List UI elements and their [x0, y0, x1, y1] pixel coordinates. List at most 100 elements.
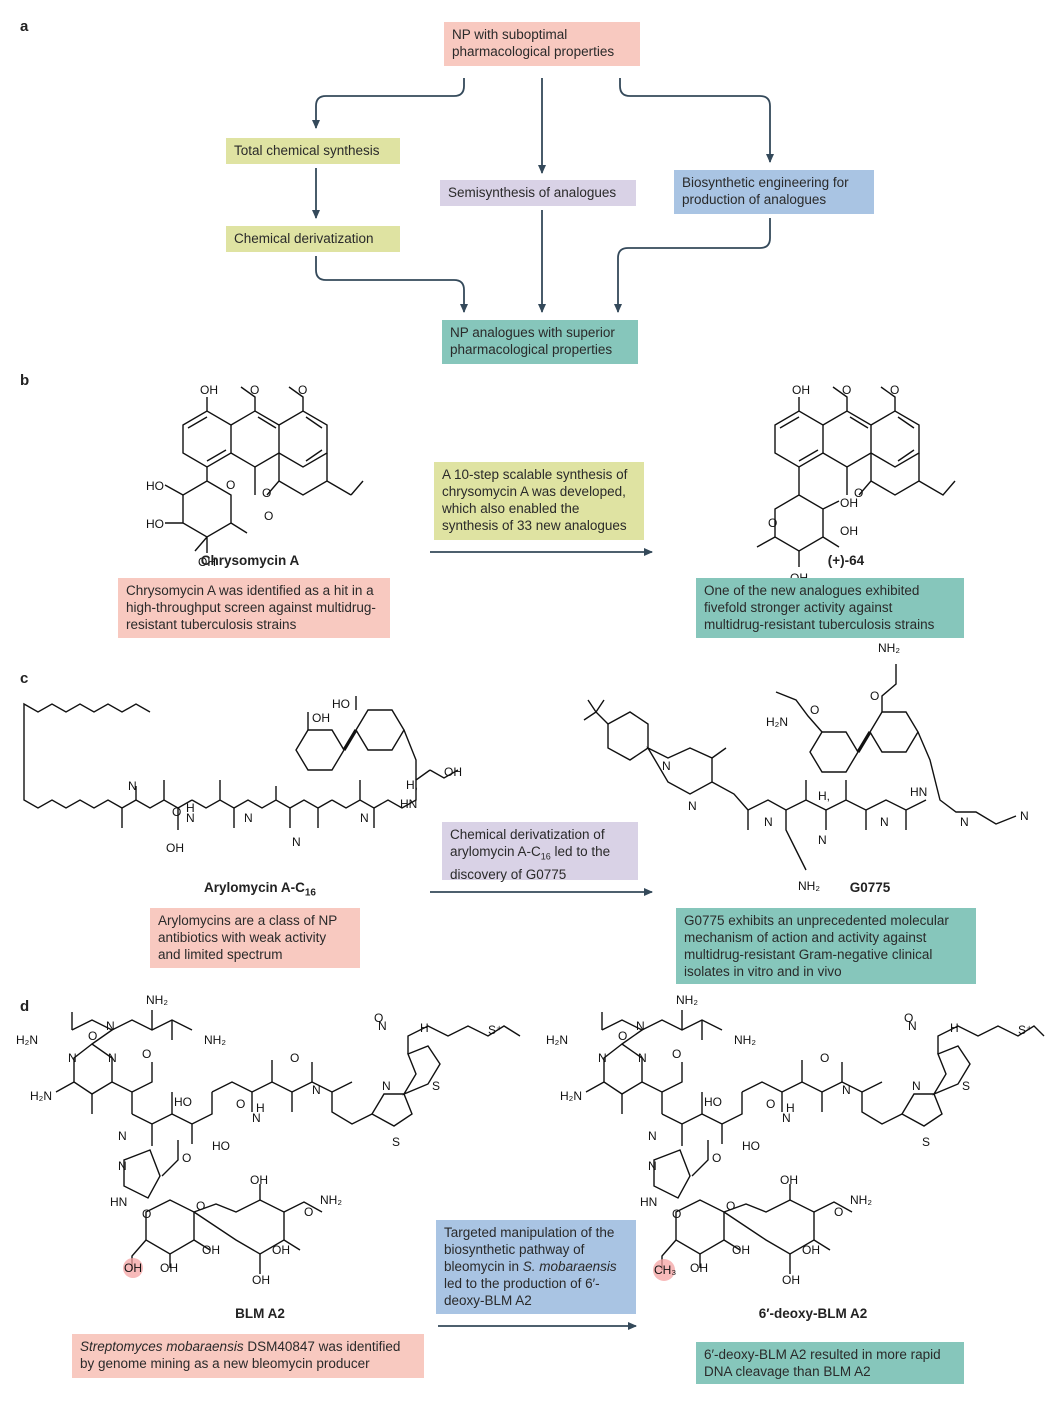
- atom-oh-f5: OH: [252, 1273, 270, 1287]
- derivatization-description-box: Chemical derivatization of arylomycin A-…: [442, 822, 638, 882]
- atom-s-f2: S: [432, 1079, 440, 1093]
- atom-hn-d1: HN: [400, 797, 417, 811]
- atom-nh2-f3: NH₂: [320, 1193, 342, 1207]
- atom-n-g4: N: [648, 1129, 657, 1143]
- arylomycin-name-sub: 16: [304, 887, 316, 899]
- chemical-derivatization-box: Chemical derivatization: [226, 226, 400, 252]
- biosynthetic-engineering-box: Biosynthetic engineering for production …: [674, 170, 874, 214]
- atom-ho-f1: HO: [174, 1095, 192, 1109]
- manipulation-text-italic: S. mobaraensis: [522, 1259, 617, 1274]
- atom-ho-d2: HO: [332, 697, 350, 711]
- atom-h2n-g2: H₂N: [560, 1089, 582, 1103]
- derivatization-text-1: Chemical derivatization of arylomycin A-…: [450, 827, 605, 859]
- atom-o-c4: O: [768, 516, 777, 530]
- arrow-to-biosynthetic: [619, 78, 774, 163]
- np-end-box: NP analogues with superior pharmacologic…: [442, 320, 638, 364]
- atom-n-f5: N: [118, 1159, 127, 1173]
- atom-nh2-e1: NH₂: [878, 641, 900, 655]
- derivatization-text-sub: 16: [540, 851, 551, 862]
- atom-oh-d1: OH: [166, 841, 184, 855]
- atom-nh2-f1: NH₂: [146, 993, 168, 1007]
- atom-ch3-highlight-g1: CH₃: [654, 1263, 676, 1277]
- atom-n-e1: N: [662, 759, 671, 773]
- atom-ho-f2: HO: [212, 1139, 230, 1153]
- atom-n-e7: N: [1020, 809, 1029, 823]
- atom-h-g2: H: [950, 1021, 959, 1035]
- atom-n-f9: N: [378, 1019, 387, 1033]
- atom-h-ring-d1: H,: [406, 778, 418, 792]
- atom-n-f7: N: [312, 1083, 321, 1097]
- producer-note-rest: DSM40847 was identified by genome mining…: [80, 1339, 401, 1371]
- atom-n-d1: N: [128, 779, 137, 793]
- atom-oh-g5: OH: [782, 1273, 800, 1287]
- manipulation-text-2: led to the production of 6′-deoxy-BLM A2: [444, 1276, 600, 1308]
- highlight-ch3: [653, 1259, 675, 1281]
- atom-o-e1: O: [810, 703, 819, 717]
- atom-o-f4: O: [236, 1097, 245, 1111]
- atom-o-f9: O: [304, 1205, 313, 1219]
- atom-ho-g1: HO: [704, 1095, 722, 1109]
- atom-ho-b1: HO: [146, 479, 164, 493]
- manipulation-description-box: Targeted manipulation of the biosyntheti…: [436, 1220, 636, 1314]
- arylomycin-structure: [23, 696, 459, 830]
- atom-o-f6: O: [374, 1011, 383, 1025]
- atom-o-g8: O: [726, 1199, 735, 1213]
- atom-n-g3: N: [638, 1051, 647, 1065]
- atom-o-g9: O: [834, 1205, 843, 1219]
- atom-n-f1: N: [106, 1019, 115, 1033]
- atom-o-f2: O: [142, 1047, 151, 1061]
- arrow-to-total-synthesis: [312, 78, 465, 129]
- producer-note-italic: Streptomyces mobaraensis: [80, 1339, 244, 1354]
- atom-nh2-g2: NH₂: [734, 1033, 756, 1047]
- atom-n-f3: N: [108, 1051, 117, 1065]
- manipulation-text-1: Targeted manipulation of the biosyntheti…: [444, 1225, 615, 1274]
- deoxy-blm-a2-structure: [585, 1010, 1045, 1274]
- atom-o-g4: O: [766, 1097, 775, 1111]
- molecule-name-64: (+)-64: [827, 553, 865, 568]
- atom-n-d2: N: [186, 811, 195, 825]
- atom-nh2-e2: NH₂: [798, 879, 820, 893]
- atom-n-e2: N: [688, 799, 697, 813]
- atom-o-b4: O: [264, 509, 273, 523]
- chrysomycin-a-structure: [164, 386, 364, 553]
- atom-h2n-f2: H₂N: [30, 1089, 52, 1103]
- atom-hn-e1: HN: [910, 785, 927, 799]
- atom-hn-g1: HN: [640, 1195, 657, 1209]
- atom-oh-f2: OH: [160, 1261, 178, 1275]
- atom-o-f1: O: [88, 1029, 97, 1043]
- semisynthesis-box: Semisynthesis of analogues: [440, 180, 636, 206]
- atom-oh-f3: OH: [202, 1243, 220, 1257]
- atom-oh-c2: OH: [840, 496, 858, 510]
- g0775-note-box: G0775 exhibits an unprecedented molecula…: [676, 908, 976, 984]
- arrow-biosynthetic-to-end: [614, 218, 771, 313]
- atom-o-g6: O: [904, 1011, 913, 1025]
- atom-o-g3: O: [712, 1151, 721, 1165]
- panel-label-c: c: [20, 670, 29, 687]
- atom-h-g1: H: [786, 1101, 795, 1115]
- analogue-note-box: One of the new analogues exhibited fivef…: [696, 578, 964, 638]
- synthesis-description-box: A 10-step scalable synthesis of chrysomy…: [434, 462, 644, 540]
- atom-nh2-f2: NH₂: [204, 1033, 226, 1047]
- atom-h2n-e1: H₂N: [766, 715, 788, 729]
- total-synthesis-box: Total chemical synthesis: [226, 138, 400, 164]
- atom-n-g9: N: [908, 1019, 917, 1033]
- atom-h-ring-e1: H,: [818, 789, 830, 803]
- atom-oh-b1: OH: [200, 383, 218, 397]
- arylomycin-note-box: Arylomycins are a class of NP antibiotic…: [150, 908, 360, 968]
- atom-n-e3: N: [764, 815, 773, 829]
- molecule-name-blm-a2: BLM A2: [235, 1306, 285, 1321]
- atom-oh-g2: OH: [690, 1261, 708, 1275]
- arrow-derivatization-to-end: [315, 256, 468, 313]
- atom-n-e4: N: [818, 833, 827, 847]
- highlight-oh: [123, 1258, 143, 1278]
- atom-o-b5: O: [226, 478, 235, 492]
- atom-oh-c1: OH: [792, 383, 810, 397]
- atom-h2n-g1: H₂N: [546, 1033, 568, 1047]
- atom-s-f1: S: [392, 1135, 400, 1149]
- atom-ho-g2: HO: [742, 1139, 760, 1153]
- atom-oh-c3: OH: [840, 524, 858, 538]
- atom-h-d1: H: [186, 801, 195, 815]
- deoxy-blm-note-box: 6′-deoxy-BLM A2 resulted in more rapid D…: [696, 1342, 964, 1384]
- atom-o-c3: O: [854, 486, 863, 500]
- analogue-64-structure: [756, 386, 956, 567]
